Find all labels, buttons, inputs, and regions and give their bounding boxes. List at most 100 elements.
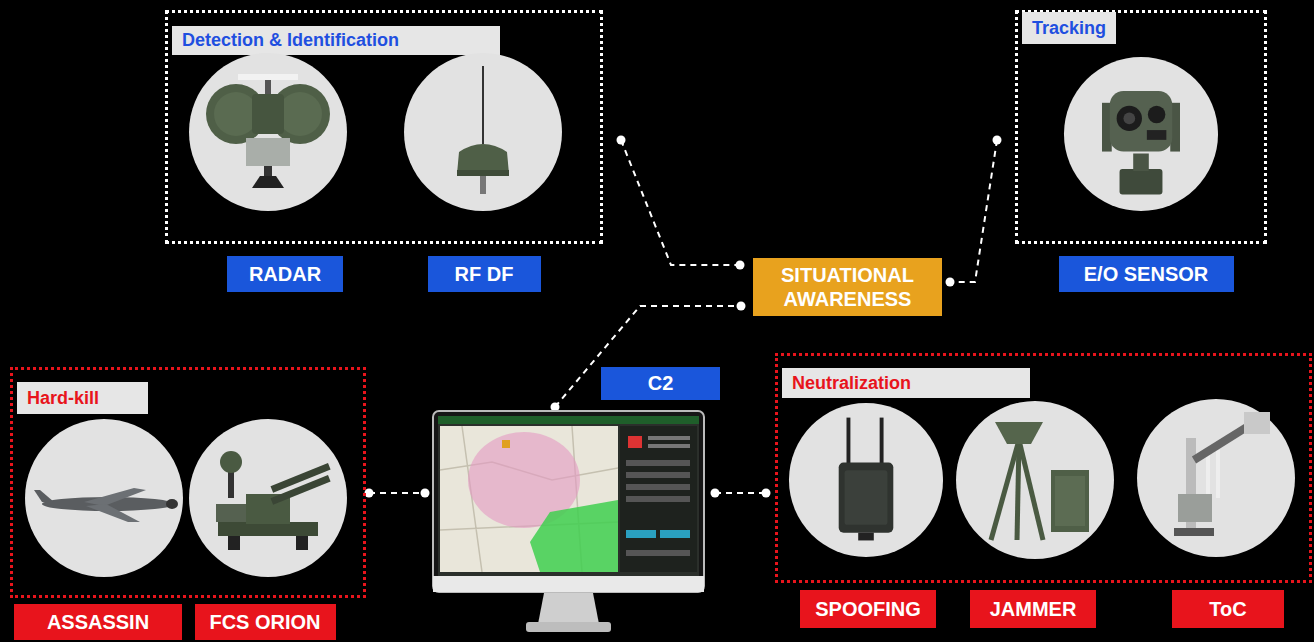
illustration-part <box>457 170 509 176</box>
equipment-name: E/O SENSOR <box>1084 263 1208 286</box>
group-frame: TrackingE/O SENSOR <box>1015 10 1267 244</box>
connector-dot <box>736 261 745 270</box>
illustration-part <box>218 522 318 536</box>
group-title: Tracking <box>1032 18 1106 38</box>
illustration-part <box>404 53 562 211</box>
equipment-name: RF DF <box>455 263 514 286</box>
connector-dot <box>421 489 430 498</box>
illustration-part <box>995 422 1043 444</box>
illustration-part <box>228 536 240 550</box>
equipment-illustration <box>1063 56 1219 212</box>
illustration-part <box>1148 106 1166 124</box>
illustration-part <box>1055 476 1085 526</box>
illustration-part <box>1064 57 1218 211</box>
equipment-node: ASSASSIN <box>24 418 184 640</box>
connector-dot <box>711 489 720 498</box>
equipment-node: SPOOFING <box>788 402 944 628</box>
illustration-part <box>1051 470 1089 532</box>
equipment-illustration <box>1136 398 1296 558</box>
group-title: Detection & Identification <box>182 30 399 50</box>
illustration-part <box>538 593 599 624</box>
illustration-part <box>626 530 656 538</box>
group-frame: NeutralizationSPOOFINGJAMMERToC <box>775 353 1312 583</box>
connector-dot <box>993 136 1002 145</box>
illustration-part <box>956 401 1114 559</box>
equipment-name: FCS ORION <box>209 611 320 634</box>
illustration-part <box>34 490 54 502</box>
equipment-illustration <box>24 418 184 578</box>
illustration-part <box>530 500 618 572</box>
illustration-part <box>216 504 246 522</box>
illustration-part <box>220 451 242 473</box>
illustration-part <box>457 144 509 174</box>
equipment-name: SPOOFING <box>815 598 921 621</box>
illustration-part <box>626 496 690 502</box>
equipment-node: E/O SENSOR <box>1063 56 1219 292</box>
illustration-part <box>1017 440 1019 540</box>
equipment-name: ASSASSIN <box>47 611 149 634</box>
equipment-node: JAMMER <box>955 400 1115 628</box>
illustration-part <box>789 403 943 557</box>
illustration-part <box>626 550 690 556</box>
illustration-part <box>628 436 642 448</box>
connector-dot <box>946 278 955 287</box>
group-title: Hard-kill <box>27 388 99 408</box>
illustration-part <box>252 176 284 188</box>
c2-monitor: C2 <box>432 410 705 636</box>
dashed-connector <box>715 492 766 494</box>
equipment-node: FCS ORION <box>188 418 348 640</box>
illustration-part <box>440 426 618 572</box>
illustration-part <box>880 418 884 469</box>
illustration-part <box>847 418 851 469</box>
group-heading: Hard-kill <box>17 382 148 414</box>
group-heading: Detection & Identification <box>172 26 500 55</box>
illustration-part <box>278 92 322 136</box>
illustration-part <box>433 411 704 592</box>
illustration-part <box>482 66 484 144</box>
illustration-part <box>991 440 1019 540</box>
status-title: SITUATIONAL AWARENESS <box>761 263 934 311</box>
illustration-part <box>189 53 347 211</box>
illustration-part <box>246 138 290 166</box>
illustration-part <box>1174 528 1214 536</box>
illustration-part <box>1216 450 1220 498</box>
illustration-part <box>238 74 298 80</box>
equipment-label: FCS ORION <box>195 604 336 640</box>
equipment-illustration <box>788 402 944 558</box>
illustration-part <box>526 622 611 632</box>
illustration-part <box>1133 154 1149 172</box>
equipment-label: RF DF <box>428 256 541 292</box>
equipment-illustration <box>188 52 348 212</box>
monitor-illustration <box>432 410 705 636</box>
equipment-node: ToC <box>1136 398 1296 628</box>
equipment-illustration <box>188 418 348 578</box>
equipment-illustration <box>403 52 563 212</box>
illustration-part <box>1147 130 1167 140</box>
illustration-part <box>271 475 331 505</box>
group-frame: Hard-killASSASSINFCS ORION <box>10 367 366 598</box>
illustration-part <box>626 460 690 466</box>
dashed-connector <box>555 306 741 407</box>
illustration-part <box>1120 169 1163 194</box>
illustration-part <box>438 416 699 576</box>
c2-name: C2 <box>648 372 674 395</box>
equipment-illustration <box>955 400 1115 560</box>
illustration-part <box>502 440 510 448</box>
illustration-part <box>440 426 618 572</box>
equipment-name: JAMMER <box>990 598 1077 621</box>
illustration-part <box>1123 113 1135 125</box>
equipment-label: RADAR <box>227 256 343 292</box>
connector-dot <box>737 302 746 311</box>
illustration-part <box>1178 494 1212 522</box>
equipment-name: RADAR <box>249 263 321 286</box>
dashed-connector <box>950 140 997 282</box>
group-frame: Detection & IdentificationRADARRF DF <box>165 10 603 244</box>
illustration-part <box>648 444 690 448</box>
illustration-part <box>1110 91 1172 151</box>
dashed-connector <box>369 492 425 494</box>
illustration-part <box>648 436 690 440</box>
connector-dot <box>762 489 771 498</box>
illustration-part <box>86 504 140 522</box>
